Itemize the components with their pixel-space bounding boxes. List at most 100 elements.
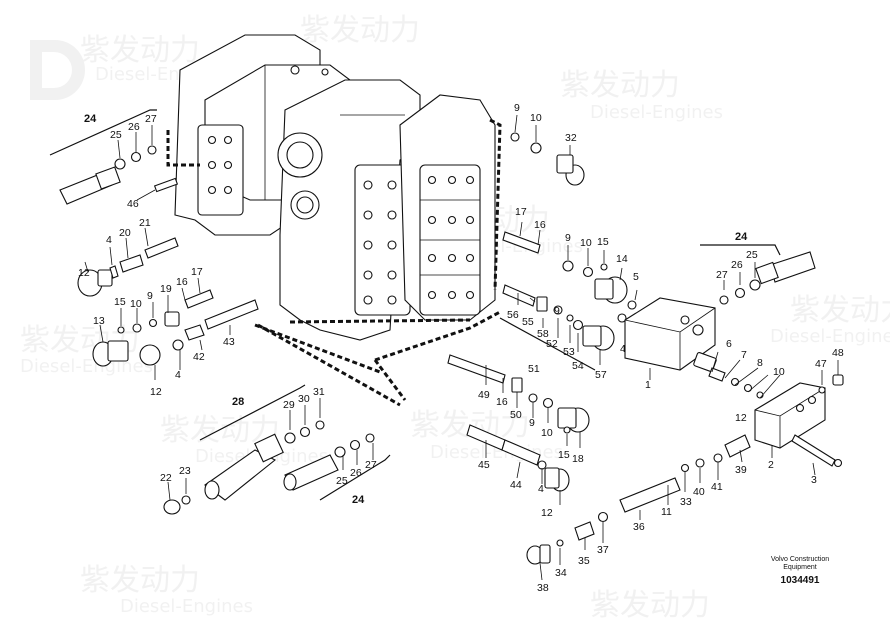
part-label: 12 xyxy=(78,267,90,279)
part-label: 12 xyxy=(150,386,162,398)
watermark-sub: Diesel-Engines xyxy=(20,356,153,377)
part-label: 48 xyxy=(832,347,844,359)
leader-lines xyxy=(84,114,839,581)
group-label-layer: 24 24 28 24 xyxy=(84,113,748,506)
part-label: 26 xyxy=(350,467,362,479)
watermark-brand: 紫发动力 xyxy=(560,68,680,103)
part-label: 36 xyxy=(633,521,645,533)
watermark-brand: 紫发动力 xyxy=(80,563,200,598)
watermark-sub: Diesel-Engines xyxy=(120,596,253,617)
part-label: 32 xyxy=(565,132,577,144)
group-label: 28 xyxy=(232,396,244,408)
part-label: 10 xyxy=(773,366,785,378)
part-label: 53 xyxy=(563,346,575,358)
part-label: 43 xyxy=(223,336,235,348)
part-label: 15 xyxy=(597,236,609,248)
right-relief-valve-assembly xyxy=(719,251,816,305)
publisher-credit: Volvo Construction Equipment 1034491 xyxy=(760,556,840,586)
part-label: 26 xyxy=(128,121,140,133)
part-label: 19 xyxy=(160,283,172,295)
part-label: 17 xyxy=(191,266,203,278)
part-label: 16 xyxy=(496,396,508,408)
part-label: 9 xyxy=(565,232,571,244)
part-label: 52 xyxy=(546,338,558,350)
part-label: 8 xyxy=(757,357,763,369)
drawing-number: 1034491 xyxy=(780,575,820,586)
credit-line-1: Volvo Construction xyxy=(770,556,830,563)
part-label: 11 xyxy=(661,506,672,518)
part-label: 25 xyxy=(336,475,348,487)
part-label: 31 xyxy=(313,386,325,398)
part-label: 9 xyxy=(529,417,535,429)
watermark-brand: 紫发动力 xyxy=(590,588,710,623)
valve-housing-middle xyxy=(277,79,421,341)
watermark-sub: Diesel-Engines xyxy=(770,326,890,347)
part-label: 9 xyxy=(554,305,560,317)
part-label: 12 xyxy=(541,507,553,519)
part-label: 16 xyxy=(176,276,188,288)
part-label: 4 xyxy=(620,343,626,355)
part-label: 41 xyxy=(711,481,723,493)
part-label: 49 xyxy=(478,389,490,401)
lower-middle-parts xyxy=(447,354,590,492)
part-label: 42 xyxy=(193,351,205,363)
part-label: 34 xyxy=(555,567,567,579)
watermark-sub: Diesel-Engines xyxy=(590,102,723,123)
part-label: 10 xyxy=(530,112,542,124)
part-label: 51 xyxy=(528,363,540,375)
bottom-left-relief-valves xyxy=(163,420,375,515)
part-label: 4 xyxy=(175,369,181,381)
part-label: 23 xyxy=(179,465,191,477)
part-label: 12 xyxy=(735,412,747,424)
part-label: 16 xyxy=(534,219,546,231)
group-label: 24 xyxy=(735,231,748,243)
valve-housing-front xyxy=(399,94,496,321)
part-label: 7 xyxy=(741,349,747,361)
part-label: 38 xyxy=(537,582,549,594)
part-label: 13 xyxy=(93,315,105,327)
part-label: 29 xyxy=(283,399,295,411)
part-label: 10 xyxy=(580,237,592,249)
part-label: 21 xyxy=(139,217,151,229)
part-label: 27 xyxy=(716,269,728,281)
block-1 xyxy=(624,297,764,399)
part-label: 20 xyxy=(119,227,131,239)
part-label: 18 xyxy=(572,453,584,465)
part-label: 35 xyxy=(578,555,590,567)
part-label-layer: 1 2 3 4 4 4 4 5 6 7 8 9 9 9 9 9 10 10 10… xyxy=(78,102,844,594)
middle-right-parts xyxy=(502,231,637,351)
part-label: 58 xyxy=(537,328,549,340)
part-label: 15 xyxy=(558,449,570,461)
part-label: 26 xyxy=(731,259,743,271)
left-lower-parts xyxy=(77,237,259,367)
watermark-brand: 紫发动力 xyxy=(300,13,420,48)
part-label: 27 xyxy=(365,459,377,471)
part-label: 30 xyxy=(298,393,310,405)
part-label: 45 xyxy=(478,459,490,471)
watermark-brand: 紫发动力 xyxy=(790,293,890,328)
credit-line-2: Equipment xyxy=(783,564,817,571)
part-label: 4 xyxy=(538,483,544,495)
part-label: 5 xyxy=(633,271,639,283)
part-label: 57 xyxy=(595,369,607,381)
part-label: 50 xyxy=(510,409,522,421)
part-label: 1 xyxy=(645,379,651,391)
part-label: 54 xyxy=(572,360,584,372)
part-label: 14 xyxy=(616,253,628,265)
part-label: 27 xyxy=(145,113,157,125)
part-label: 25 xyxy=(110,129,122,141)
part-label: 9 xyxy=(514,102,520,114)
group-brackets xyxy=(49,109,781,501)
part-label: 15 xyxy=(114,296,126,308)
part-label: 10 xyxy=(130,298,142,310)
left-relief-valve-assembly xyxy=(59,145,179,205)
watermark-brand: 紫发动力 xyxy=(80,33,200,68)
part-label: 2 xyxy=(768,459,774,471)
part-label: 44 xyxy=(510,479,522,491)
part-label: 25 xyxy=(746,249,758,261)
part-label: 6 xyxy=(726,338,732,350)
part-label: 10 xyxy=(541,427,553,439)
part-label: 22 xyxy=(160,472,172,484)
block-2 xyxy=(754,374,844,468)
